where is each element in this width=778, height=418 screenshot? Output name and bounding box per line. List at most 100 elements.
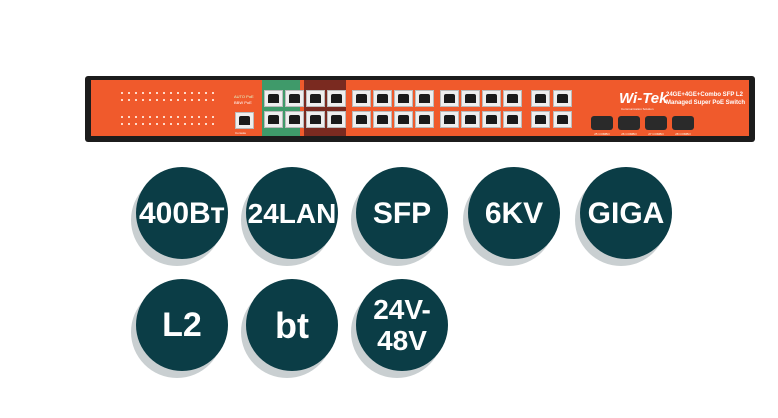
status-led bbox=[128, 116, 130, 118]
status-led bbox=[163, 116, 165, 118]
rj45-port bbox=[352, 90, 371, 107]
switch-front-panel: AUTO PoE BBW PoE Console Wi-Tek Communic… bbox=[91, 80, 749, 136]
badge-6kv: 6KV bbox=[468, 167, 560, 259]
status-led bbox=[177, 123, 179, 125]
rj45-port bbox=[373, 111, 392, 128]
rj45-port bbox=[327, 90, 346, 107]
badge-l2: L2 bbox=[136, 279, 228, 371]
legend-bbw-poe: BBW PoE bbox=[234, 100, 252, 105]
badge-bt: bt bbox=[246, 279, 338, 371]
brand-tagline: Communication Solution bbox=[621, 107, 654, 111]
rj45-port bbox=[264, 111, 283, 128]
rj45-port bbox=[553, 90, 572, 107]
sfp-slot bbox=[618, 116, 640, 130]
status-led bbox=[142, 123, 144, 125]
status-led bbox=[121, 123, 123, 125]
status-led bbox=[170, 123, 172, 125]
rj45-port bbox=[394, 111, 413, 128]
status-led bbox=[156, 99, 158, 101]
rj45-port bbox=[482, 90, 501, 107]
badge-lan: 24LAN bbox=[246, 167, 338, 259]
status-led bbox=[149, 99, 151, 101]
status-led bbox=[149, 116, 151, 118]
status-led bbox=[212, 99, 214, 101]
rj45-port bbox=[264, 90, 283, 107]
status-led bbox=[184, 92, 186, 94]
status-led bbox=[128, 92, 130, 94]
status-led bbox=[163, 123, 165, 125]
status-led bbox=[212, 116, 214, 118]
status-led bbox=[163, 99, 165, 101]
status-led bbox=[156, 123, 158, 125]
status-led bbox=[177, 116, 179, 118]
status-led bbox=[135, 99, 137, 101]
model-line-2: Managed Super PoE Switch bbox=[666, 100, 746, 106]
status-led bbox=[198, 92, 200, 94]
rj45-port bbox=[327, 111, 346, 128]
status-led bbox=[184, 116, 186, 118]
brand-logo: Wi-Tek bbox=[619, 90, 668, 107]
status-led bbox=[142, 99, 144, 101]
rj45-port bbox=[461, 90, 480, 107]
rj45-port bbox=[461, 111, 480, 128]
status-led bbox=[128, 123, 130, 125]
console-label: Console bbox=[235, 131, 247, 135]
status-led bbox=[184, 123, 186, 125]
rj45-port bbox=[285, 111, 304, 128]
status-led bbox=[149, 92, 151, 94]
status-led bbox=[121, 116, 123, 118]
status-led bbox=[177, 99, 179, 101]
rj45-port bbox=[503, 90, 522, 107]
status-led bbox=[135, 92, 137, 94]
rj45-port bbox=[553, 111, 572, 128]
status-led bbox=[170, 92, 172, 94]
status-led bbox=[121, 92, 123, 94]
status-led bbox=[142, 116, 144, 118]
status-led bbox=[191, 92, 193, 94]
status-led bbox=[212, 92, 214, 94]
status-led bbox=[191, 116, 193, 118]
status-led bbox=[205, 99, 207, 101]
status-led bbox=[205, 116, 207, 118]
badge-sfp: SFP bbox=[356, 167, 448, 259]
rj45-port bbox=[415, 111, 434, 128]
sfp-label: 27 COMBO bbox=[648, 132, 664, 136]
rj45-port bbox=[482, 111, 501, 128]
rj45-port bbox=[531, 111, 550, 128]
status-led bbox=[149, 123, 151, 125]
badge-giga: GIGA bbox=[580, 167, 672, 259]
sfp-slot bbox=[672, 116, 694, 130]
console-port bbox=[235, 112, 254, 129]
status-led bbox=[191, 99, 193, 101]
status-led bbox=[135, 123, 137, 125]
rj45-port bbox=[306, 90, 325, 107]
rj45-port bbox=[415, 90, 434, 107]
status-led bbox=[170, 99, 172, 101]
status-led bbox=[191, 123, 193, 125]
model-line-1: 24GE+4GE+Combo SFP L2 bbox=[666, 92, 743, 98]
status-led bbox=[135, 116, 137, 118]
rj45-port bbox=[306, 111, 325, 128]
model-text: 24GE+4GE+Combo SFP L2 Managed Super PoE S… bbox=[666, 91, 745, 107]
sfp-slot bbox=[591, 116, 613, 130]
status-led bbox=[205, 92, 207, 94]
rj45-port bbox=[503, 111, 522, 128]
rj45-port bbox=[285, 90, 304, 107]
rj45-port bbox=[440, 111, 459, 128]
sfp-label: 25 COMBO bbox=[594, 132, 610, 136]
sfp-label: 26 COMBO bbox=[621, 132, 637, 136]
badge-voltage: 24V- 48V bbox=[356, 279, 448, 371]
switch-image: AUTO PoE BBW PoE Console Wi-Tek Communic… bbox=[85, 76, 755, 142]
status-led bbox=[156, 116, 158, 118]
sfp-slot bbox=[645, 116, 667, 130]
status-led bbox=[156, 92, 158, 94]
status-led bbox=[205, 123, 207, 125]
status-led bbox=[184, 99, 186, 101]
status-led bbox=[142, 92, 144, 94]
rj45-port bbox=[394, 90, 413, 107]
status-led bbox=[177, 92, 179, 94]
status-led bbox=[163, 92, 165, 94]
status-led bbox=[198, 123, 200, 125]
status-led bbox=[170, 116, 172, 118]
status-led bbox=[198, 116, 200, 118]
